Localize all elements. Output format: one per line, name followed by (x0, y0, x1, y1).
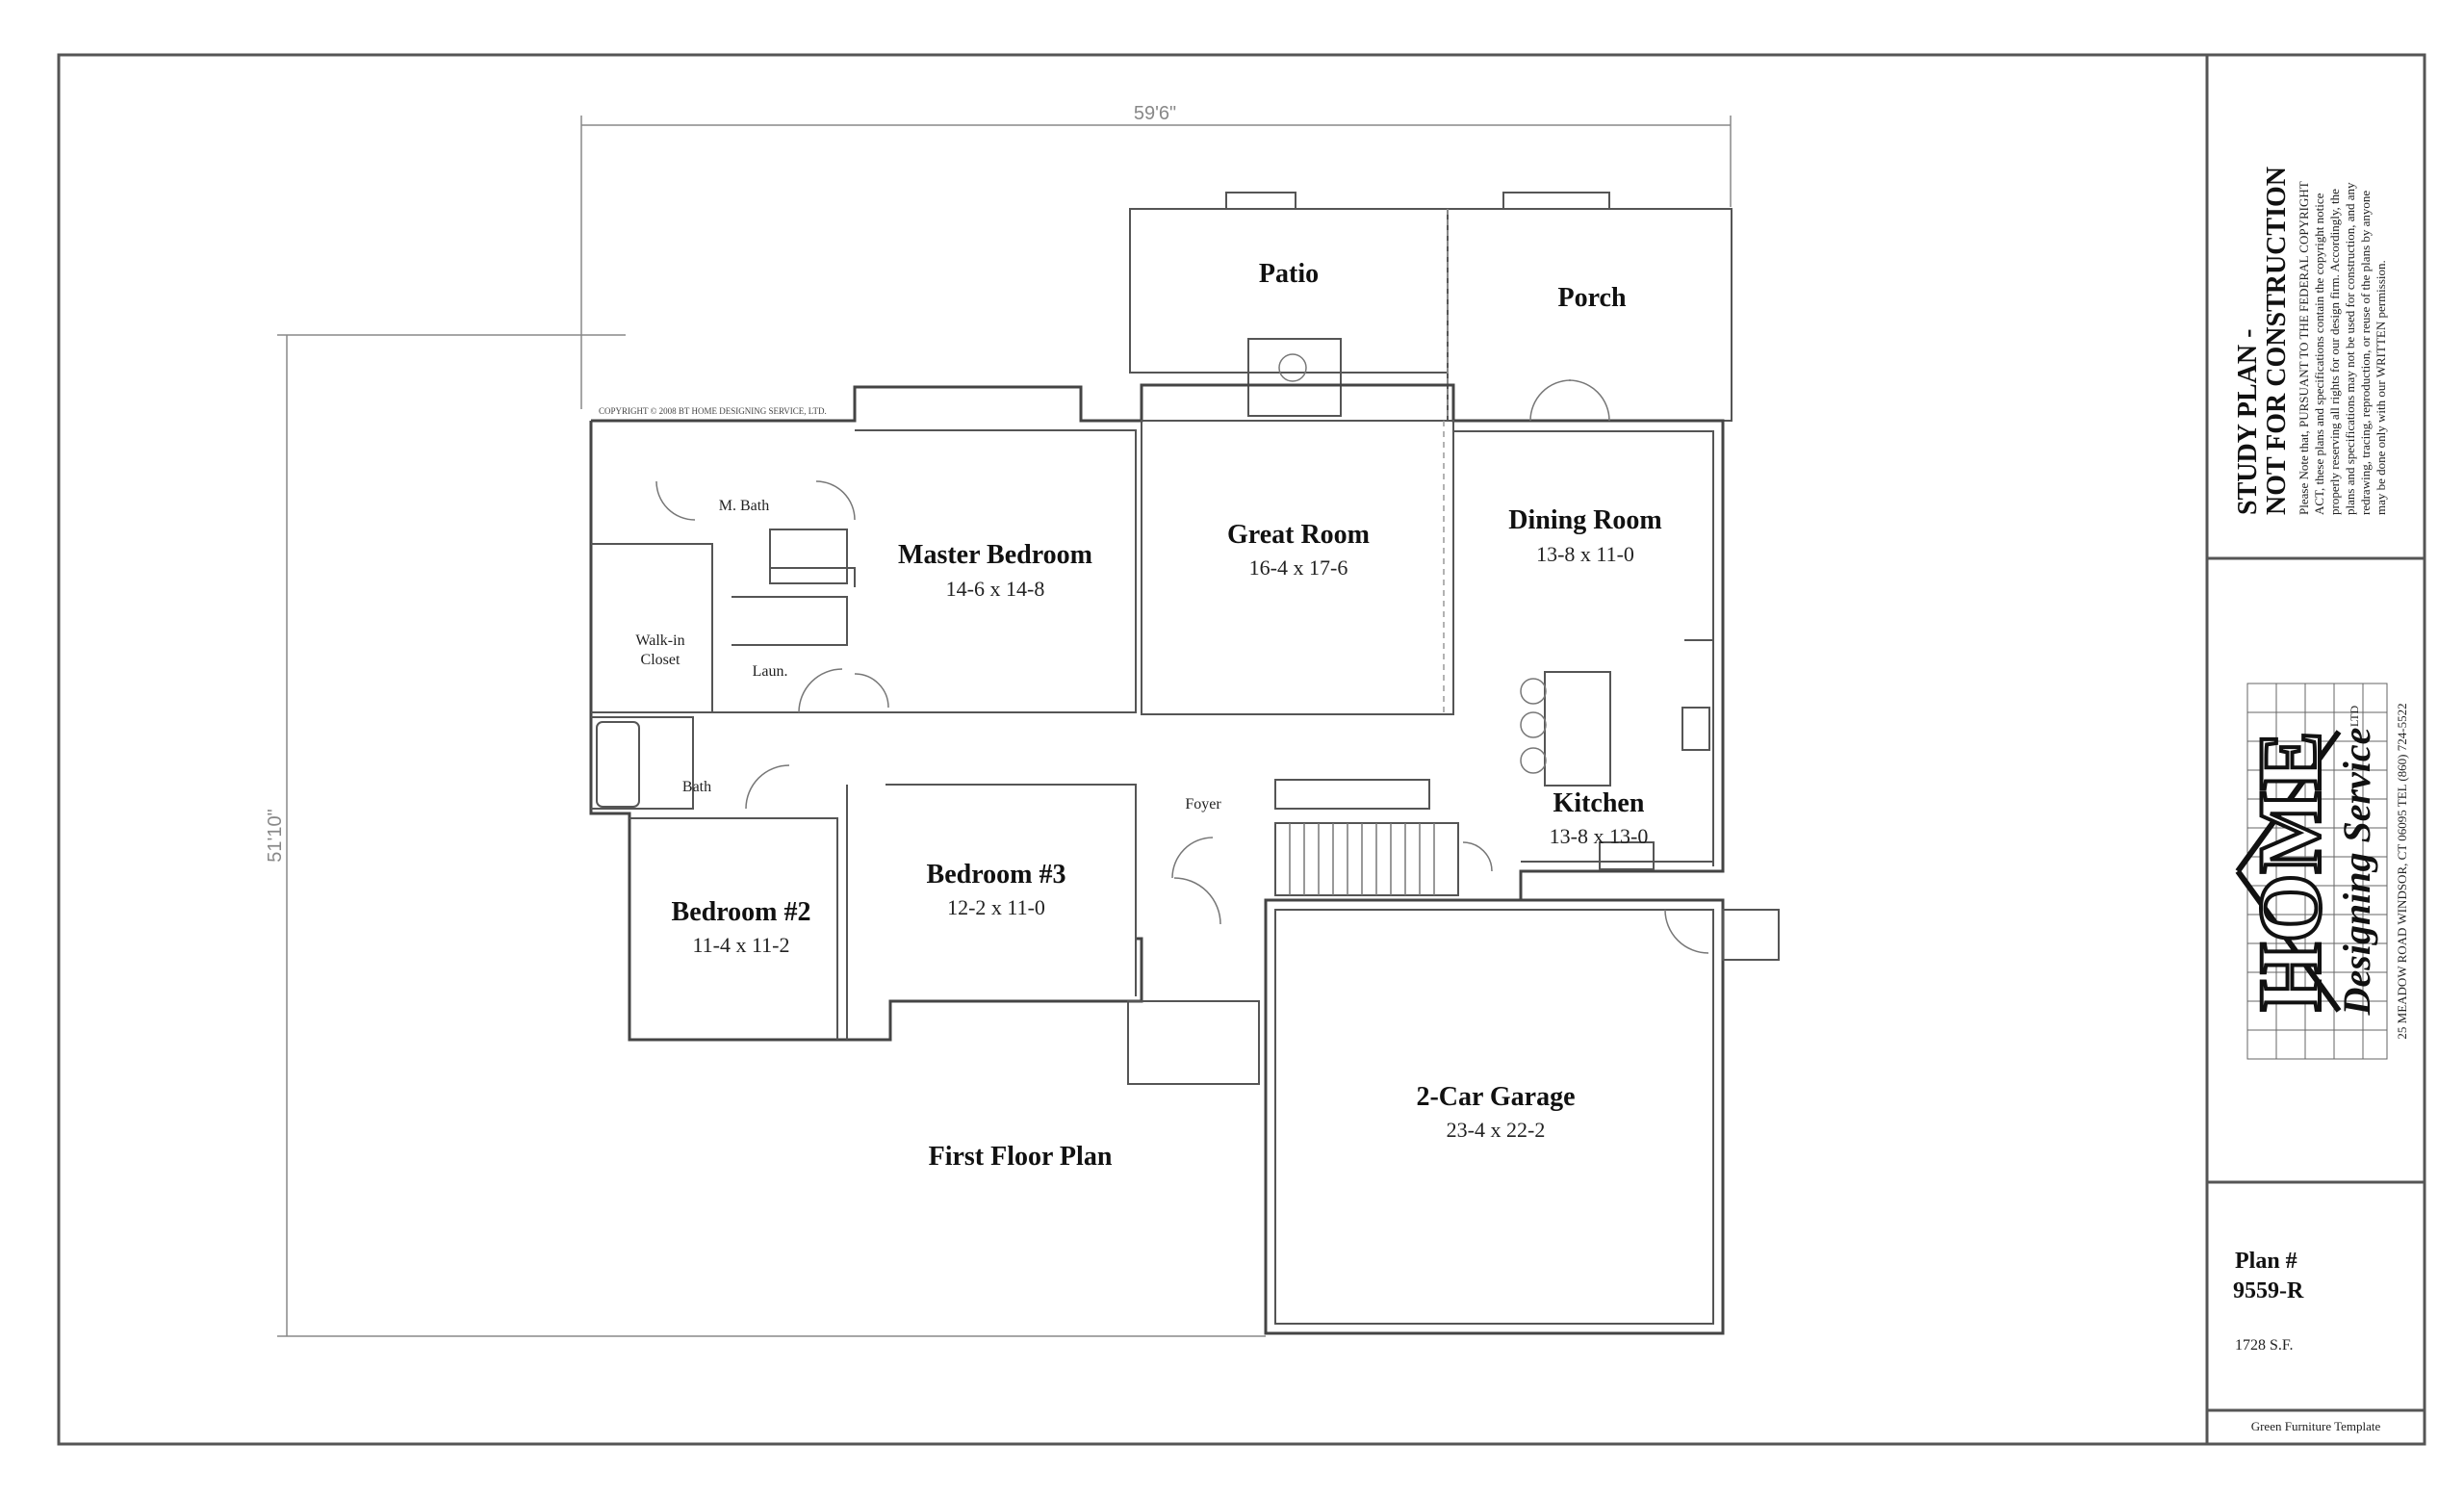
shower (769, 529, 848, 584)
great-room-name: Great Room (1227, 520, 1370, 550)
room-laundry: Laun. (753, 663, 788, 680)
copyright-notice-line: ACT, these plans and specifications cont… (2312, 193, 2326, 515)
master-bedroom-size: 14-6 x 14-8 (946, 577, 1045, 601)
great-room-outline (1141, 420, 1454, 715)
square-footage: 1728 S.F. (2235, 1337, 2294, 1354)
patio-outline (1129, 208, 1449, 374)
range (1599, 841, 1655, 870)
foyer-name: Foyer (1185, 796, 1221, 812)
exterior-walls (589, 192, 1780, 1335)
logo-roof (2235, 730, 2342, 1013)
logo-ltd: LTD (2348, 705, 2361, 727)
garage-size: 23-4 x 22-2 (1447, 1118, 1546, 1142)
bath-name: Bath (682, 779, 711, 795)
copyright-notice-line: properly reserving all rights for our de… (2327, 189, 2342, 515)
logo-home: HOME (2241, 731, 2339, 1011)
walkin-closet-line2: Closet (641, 652, 680, 668)
room-porch: Porch (1557, 283, 1626, 313)
kitchen-name: Kitchen (1553, 788, 1645, 818)
room-foyer: Foyer (1185, 796, 1221, 812)
garage-name: 2-Car Garage (1416, 1082, 1575, 1112)
overall-depth-dimension: 51'10" (265, 334, 1266, 1337)
dining-room-name: Dining Room (1508, 505, 1661, 535)
copyright-notice-line: plans and specifications may not be used… (2343, 182, 2357, 515)
logo-script: Designing Service (2335, 728, 2378, 1017)
great-room-size: 16-4 x 17-6 (1249, 555, 1348, 580)
bedroom2-size: 11-4 x 11-2 (692, 933, 789, 957)
study-plan-line1: STUDY PLAN - (2233, 329, 2263, 515)
front-stoop (1127, 1000, 1260, 1085)
room-dining-room: Dining Room 13-8 x 11-0 (1508, 505, 1661, 566)
stairs (1274, 822, 1459, 896)
door-swings (655, 379, 1709, 954)
room-kitchen: Kitchen 13-8 x 13-0 (1550, 788, 1649, 848)
fireplace (1247, 338, 1342, 417)
copyright-note: COPYRIGHT © 2008 BT HOME DESIGNING SERVI… (599, 406, 827, 416)
copyright-notice-line: may be done only with our WRITTEN permis… (2374, 260, 2388, 515)
walkin-closet-line1: Walk-in (635, 632, 684, 649)
dining-room-size: 13-8 x 11-0 (1536, 542, 1634, 566)
patio-name: Patio (1259, 259, 1319, 289)
room-bedroom-3: Bedroom #3 12-2 x 11-0 (927, 860, 1066, 919)
room-great-room: Great Room 16-4 x 17-6 (1227, 520, 1370, 580)
overall-width-dimension: 59'6" (580, 103, 1732, 409)
study-plan-line2: NOT FOR CONSTRUCTION (2262, 167, 2292, 515)
kitchen-island (1544, 671, 1611, 787)
room-bath: Bath (682, 779, 711, 795)
plan-number-label: Plan # (2235, 1249, 2297, 1274)
m-bath-name: M. Bath (719, 498, 769, 514)
bedroom2-name: Bedroom #2 (672, 897, 811, 927)
bedroom3-name: Bedroom #3 (927, 860, 1066, 890)
master-bedroom-name: Master Bedroom (898, 540, 1092, 570)
template-name: Green Furniture Template (2251, 1419, 2381, 1433)
room-patio: Patio (1259, 259, 1319, 289)
room-garage: 2-Car Garage 23-4 x 22-2 (1416, 1082, 1575, 1142)
width-dimension-label: 59'6" (1134, 103, 1176, 124)
sink (1681, 707, 1710, 751)
room-walkin-closet: Walk-in Closet (635, 632, 684, 668)
laundry-name: Laun. (753, 663, 788, 680)
sheet-border (57, 53, 2426, 1446)
room-bedroom-2: Bedroom #2 11-4 x 11-2 (672, 897, 811, 957)
copyright-notice-line: redrawing, tracing, reproduction, or reu… (2358, 191, 2373, 515)
plan-title: First Floor Plan (929, 1142, 1113, 1172)
porch-name: Porch (1557, 283, 1626, 313)
kitchen-size: 13-8 x 13-0 (1550, 824, 1649, 848)
bathtub (596, 721, 640, 808)
room-m-bath: M. Bath (719, 498, 769, 514)
bedroom3-size: 12-2 x 11-0 (947, 895, 1045, 919)
company-address: 25 MEADOW ROAD WINDSOR, CT 06095 TEL (86… (2395, 703, 2409, 1039)
depth-dimension-label: 51'10" (265, 809, 286, 862)
room-master-bedroom: Master Bedroom 14-6 x 14-8 (898, 540, 1092, 601)
study-plan-notice: STUDY PLAN - NOT FOR CONSTRUCTION Please… (2233, 167, 2388, 515)
company-logo: HOME Designing Service LTD (2235, 683, 2388, 1060)
porch-outline (1447, 208, 1732, 422)
copyright-notice-line: Please Note that, PURSUANT TO THE FEDERA… (2297, 181, 2311, 515)
title-block-border (2205, 53, 2426, 1446)
garage-inner (1274, 909, 1714, 1325)
plan-number: 9559-R (2233, 1278, 2304, 1303)
